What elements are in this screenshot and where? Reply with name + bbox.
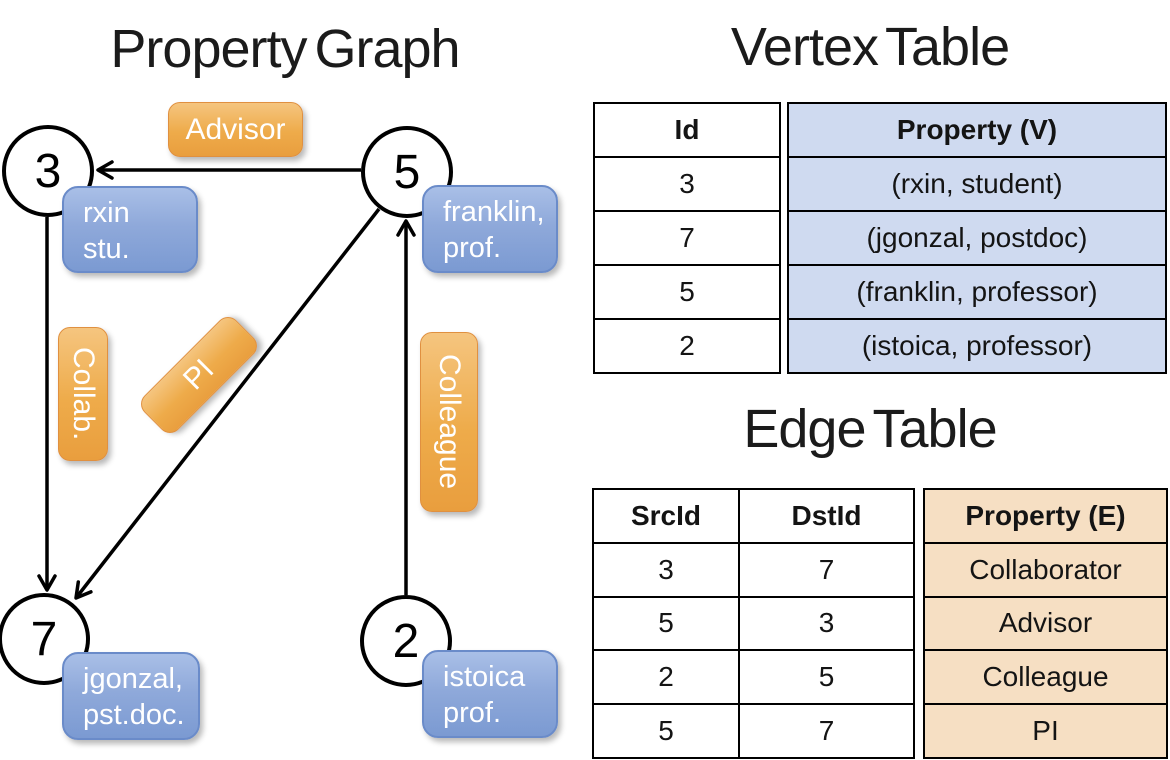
vertex-2-role: prof. bbox=[443, 697, 502, 729]
vertex-table-property-column: Property (V) (rxin, student) (jgonzal, p… bbox=[787, 102, 1167, 374]
vertex-table-id-cell: 2 bbox=[595, 318, 779, 372]
edge-label-colleague: Colleague bbox=[420, 332, 478, 512]
edge-table-dstid-cell: 7 bbox=[818, 553, 835, 585]
node-3-id: 3 bbox=[34, 144, 62, 198]
vertex-5-role: prof. bbox=[443, 232, 502, 264]
edge-table-dstid-cell: 3 bbox=[818, 607, 835, 639]
edge-table-property-cell: PI bbox=[925, 703, 1166, 757]
vertex-property-box-2: istoica prof. bbox=[422, 650, 558, 738]
vertex-7-role: pst.doc. bbox=[83, 699, 185, 731]
edge-table-title: Edge Table bbox=[743, 399, 997, 459]
edge-table-id-row: 5 3 bbox=[594, 595, 913, 650]
edge-table-srcid-cell: 3 bbox=[594, 543, 740, 596]
vertex-table-id-column: Id 3 7 5 2 bbox=[593, 102, 781, 374]
vertex-3-name: rxin bbox=[83, 197, 130, 229]
vertex-table-header-property: Property (V) bbox=[789, 104, 1165, 156]
edge-table-header-row: SrcId DstId bbox=[594, 490, 913, 542]
edge-table-id-columns: SrcId DstId 3 7 5 3 2 5 5 7 bbox=[592, 488, 915, 759]
vertex-table-property-cell: (jgonzal, postdoc) bbox=[789, 210, 1165, 264]
edge-label-collab: Collab. bbox=[58, 327, 108, 461]
edge-table-header-srcid: SrcId bbox=[594, 490, 740, 542]
edge-table-property-cell: Collaborator bbox=[925, 541, 1166, 596]
edge-table-header-property: Property (E) bbox=[925, 490, 1166, 542]
edge-table-srcid-cell: 2 bbox=[594, 651, 740, 704]
edge-table-dstid-cell: 5 bbox=[818, 661, 835, 693]
edge-table-id-row: 5 7 bbox=[594, 703, 913, 757]
vertex-3-role: stu. bbox=[83, 233, 130, 265]
vertex-5-name: franklin, bbox=[443, 196, 545, 228]
vertex-2-name: istoica bbox=[443, 661, 526, 693]
vertex-table-header-id: Id bbox=[674, 114, 700, 145]
edge-table-property-cell: Colleague bbox=[925, 649, 1166, 704]
edge-table-id-row: 2 5 bbox=[594, 649, 913, 704]
vertex-table-id-cell: 5 bbox=[595, 264, 779, 318]
node-2-id: 2 bbox=[392, 614, 420, 668]
vertex-7-name: jgonzal, bbox=[83, 663, 183, 695]
edge-table-dstid-cell: 7 bbox=[818, 715, 835, 747]
vertex-table-title: Vertex Table bbox=[730, 17, 1010, 77]
edge-table-header-dstid: DstId bbox=[791, 499, 862, 531]
vertex-table-property-cell: (rxin, student) bbox=[789, 156, 1165, 210]
vertex-table-property-cell: (franklin, professor) bbox=[789, 264, 1165, 318]
property-graph-title: Property Graph bbox=[110, 19, 460, 79]
edge-table-srcid-cell: 5 bbox=[594, 705, 740, 757]
node-5-id: 5 bbox=[393, 145, 421, 199]
edge-label-pi: PI bbox=[136, 312, 262, 438]
edge-label-advisor: Advisor bbox=[168, 102, 303, 157]
vertex-table-id-cell: 3 bbox=[595, 156, 779, 210]
vertex-property-box-7: jgonzal, pst.doc. bbox=[62, 652, 200, 740]
node-7-id: 7 bbox=[30, 612, 58, 666]
edge-table-property-cell: Advisor bbox=[925, 595, 1166, 650]
vertex-table-property-cell: (istoica, professor) bbox=[789, 318, 1165, 372]
edge-table-property-column: Property (E) Collaborator Advisor Collea… bbox=[923, 488, 1168, 759]
edge-table-id-row: 3 7 bbox=[594, 541, 913, 596]
vertex-table-id-cell: 7 bbox=[595, 210, 779, 264]
vertex-property-box-3: rxin stu. bbox=[62, 186, 198, 273]
edge-table-srcid-cell: 5 bbox=[594, 597, 740, 650]
graph-node-3: 3 bbox=[2, 125, 94, 217]
vertex-property-box-5: franklin, prof. bbox=[422, 185, 558, 273]
